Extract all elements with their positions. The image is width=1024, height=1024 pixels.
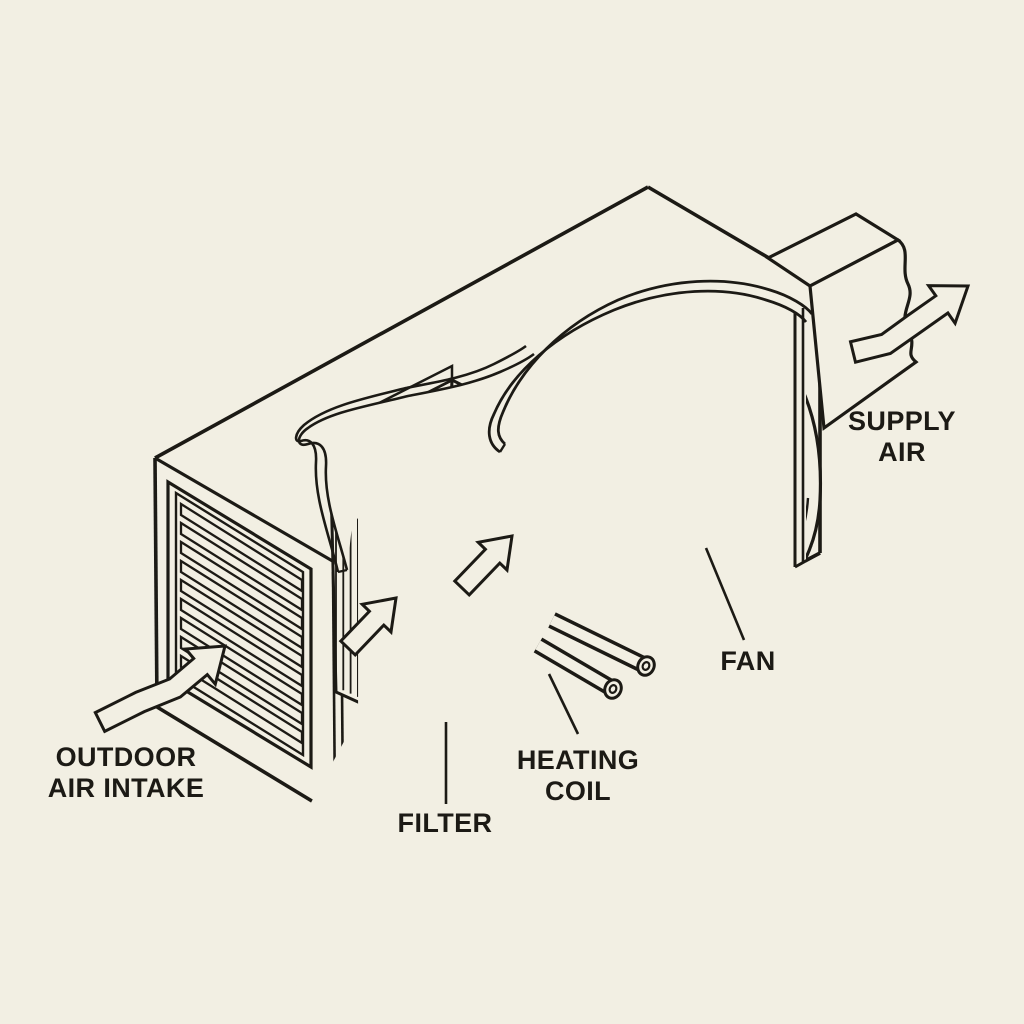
label-supply-air: SUPPLY AIR [832, 406, 972, 468]
airflow-arrows [93, 284, 971, 734]
leader-lines [444, 547, 746, 804]
label-line: OUTDOOR [55, 742, 197, 772]
label-heating-coil: HEATING COIL [498, 745, 658, 807]
coil-pipes [533, 612, 656, 700]
label-fan: FAN [688, 646, 808, 677]
label-line: AIR [878, 437, 926, 467]
outdoor-air-intake-arrow [93, 644, 227, 734]
label-line: SUPPLY [848, 406, 956, 436]
end-wall [793, 308, 821, 569]
label-line: FAN [720, 646, 776, 676]
supply-air-duct [764, 212, 919, 431]
supply-air-arrow [848, 284, 971, 365]
label-line: FILTER [397, 808, 493, 838]
label-line: COIL [544, 776, 612, 806]
airflow-arrow-after-louver [338, 596, 398, 658]
label-line: HEATING [516, 745, 640, 775]
label-filter: FILTER [375, 808, 515, 839]
label-outdoor-air-intake: OUTDOOR AIR INTAKE [16, 742, 236, 804]
outdoor-air-intake-louver [166, 479, 313, 770]
airflow-arrow-after-filter [452, 534, 514, 598]
label-line: AIR INTAKE [47, 773, 205, 803]
